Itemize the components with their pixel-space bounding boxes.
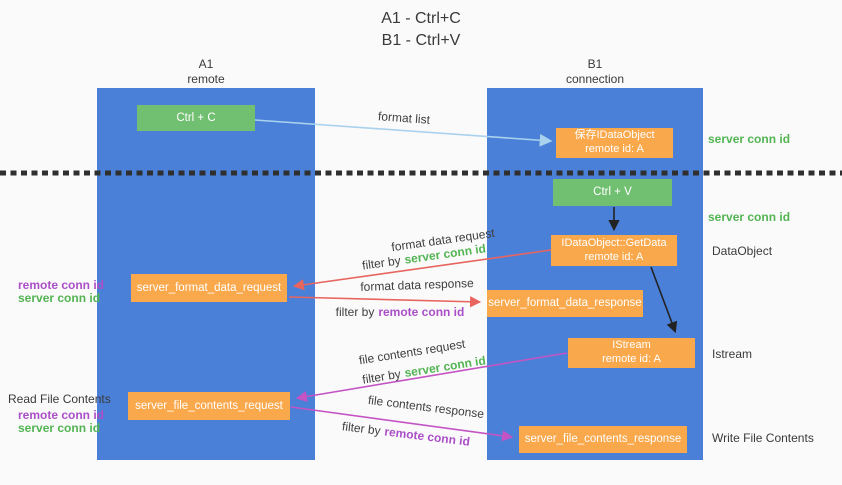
server-format-data-request-node: server_format_data_request xyxy=(131,274,287,302)
getdata-line1: IDataObject::GetData xyxy=(561,236,667,249)
ctrl-v-node: Ctrl + V xyxy=(553,179,672,206)
lane-b1-name: B1 xyxy=(587,57,603,71)
ctrl-v-label: Ctrl + V xyxy=(593,186,632,199)
save-dataobject-line2: remote id: A xyxy=(585,143,644,155)
lane-a1-name: A1 xyxy=(198,57,214,71)
server-file-contents-request-node: server_file_contents_request xyxy=(128,392,290,420)
read-file-contents-annotation: Read File Contents xyxy=(8,392,111,406)
server-conn-id-mid-annotation: server conn id xyxy=(708,210,791,224)
file-server-conn-id-annotation: server conn id xyxy=(18,421,101,435)
save-dataobject-node: 保存IDataObject remote id: A xyxy=(556,128,673,158)
istream-annotation: Istream xyxy=(712,347,753,361)
title-line-1: A1 - Ctrl+C xyxy=(381,10,461,27)
istream-line2: remote id: A xyxy=(602,353,661,365)
server-conn-id-top-annotation: server conn id xyxy=(708,132,791,146)
lane-header-b1: B1 connection xyxy=(487,57,703,87)
format-data-response-flow-label: format data response xyxy=(360,276,474,294)
filter-by-prefix: filter by xyxy=(361,366,402,387)
format-data-response-text: format data response xyxy=(360,276,474,294)
format-list-flow-label: format list xyxy=(378,109,431,127)
format-data-response-arrow xyxy=(288,296,482,308)
istream-line1: IStream xyxy=(612,339,651,352)
filter-by-prefix: filter by xyxy=(335,305,375,319)
filter-by-prefix: filter by xyxy=(361,253,402,273)
file-remote-conn-id-annotation: remote conn id xyxy=(18,408,105,422)
write-file-contents-annotation: Write File Contents xyxy=(712,431,814,445)
format-list-text: format list xyxy=(377,109,431,127)
istream-node: IStream remote id: A xyxy=(568,338,695,368)
title-line-2: B1 - Ctrl+V xyxy=(381,31,461,49)
ctrl-c-label: Ctrl + C xyxy=(176,111,216,124)
lane-b1-subtitle: connection xyxy=(565,72,625,86)
lane-a1-subtitle: remote xyxy=(187,72,225,86)
server-format-data-response-node: server_format_data_response xyxy=(487,290,643,317)
fmt-server-conn-id-annotation: server conn id xyxy=(18,291,101,305)
server-file-contents-request-label: server_file_contents_request xyxy=(135,399,283,412)
ctrl-c-node: Ctrl + C xyxy=(137,105,255,131)
remote-conn-id-keyword: remote conn id xyxy=(383,424,471,449)
remote-conn-id-keyword: remote conn id xyxy=(378,305,465,319)
file-contents-response-flow-label: file contents response xyxy=(367,393,485,421)
getdata-line2: remote id: A xyxy=(584,250,644,263)
server-file-contents-response-label: server_file_contents_response xyxy=(524,433,682,446)
fmt-remote-conn-id-annotation: remote conn id xyxy=(18,278,105,292)
lane-header-a1: A1 remote xyxy=(97,57,315,87)
server-file-contents-response-node: server_file_contents_response xyxy=(519,426,687,453)
diagram-title: A1 - Ctrl+C B1 - Ctrl+V xyxy=(0,8,842,51)
server-format-data-response-label: server_format_data_response xyxy=(488,297,642,310)
dataobject-annotation: DataObject xyxy=(712,244,773,258)
server-format-data-request-label: server_format_data_request xyxy=(136,281,282,294)
filter-by-prefix: filter by xyxy=(341,419,382,438)
getdata-node: IDataObject::GetData remote id: A xyxy=(551,235,677,266)
save-dataobject-line1: 保存IDataObject xyxy=(574,129,655,142)
file-contents-response-text: file contents response xyxy=(367,392,485,422)
